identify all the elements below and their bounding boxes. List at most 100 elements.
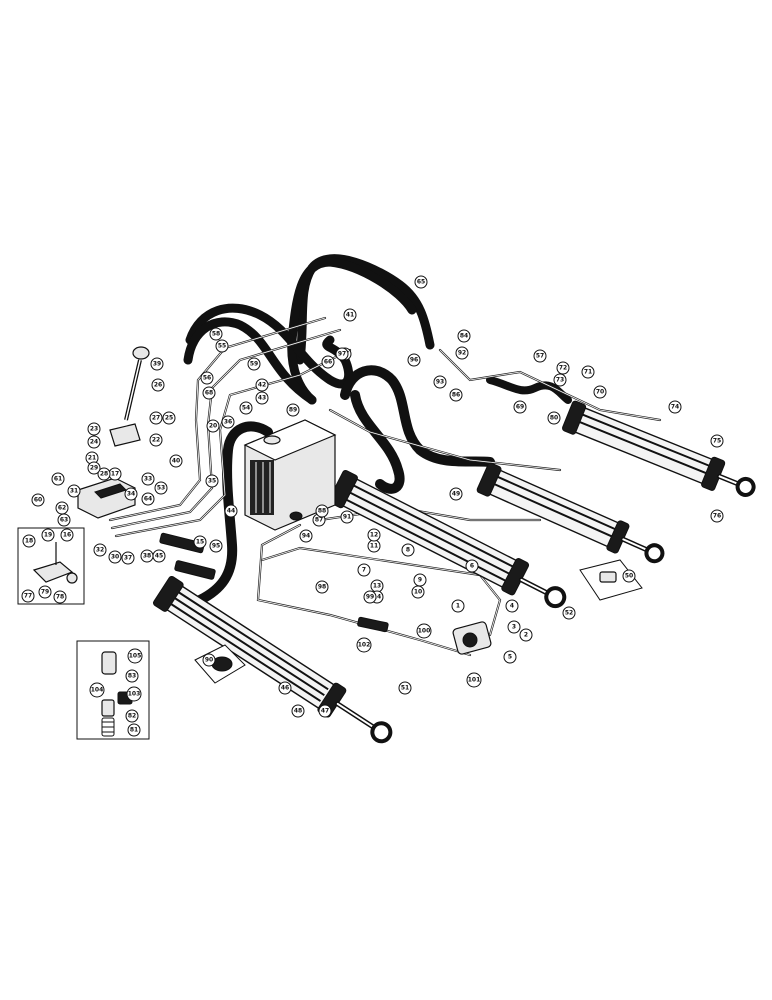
callout-4: 4 <box>505 599 519 613</box>
callout-69: 69 <box>513 400 527 414</box>
cylinder-rear-right <box>561 400 756 497</box>
callout-76: 76 <box>710 509 724 523</box>
callout-number: 24 <box>90 439 98 446</box>
callout-23: 23 <box>87 422 101 436</box>
callout-number: 14 <box>373 594 381 601</box>
callout-number: 57 <box>536 353 544 360</box>
callout-number: 104 <box>91 687 104 694</box>
callout-91: 91 <box>340 510 354 524</box>
callout-81: 81 <box>127 723 141 737</box>
callout-20: 20 <box>206 419 220 433</box>
callout-number: 86 <box>452 392 460 399</box>
callout-6: 6 <box>465 559 479 573</box>
callout-70: 70 <box>593 385 607 399</box>
callout-number: 47 <box>321 708 329 715</box>
callout-number: 68 <box>205 390 213 397</box>
callout-84: 84 <box>457 329 471 343</box>
callout-18: 18 <box>22 534 36 548</box>
callout-number: 1 <box>456 603 460 610</box>
callout-number: 82 <box>128 713 136 720</box>
callout-number: 6 <box>470 563 474 570</box>
callout-number: 62 <box>58 505 66 512</box>
callout-54: 54 <box>239 401 253 415</box>
callout-number: 73 <box>556 377 564 384</box>
callout-number: 7 <box>362 567 366 574</box>
callout-99: 99 <box>363 590 377 604</box>
callout-number: 50 <box>625 573 633 580</box>
callout-number: 51 <box>401 685 409 692</box>
callout-77: 77 <box>21 589 35 603</box>
callout-number: 27 <box>152 415 160 422</box>
callout-number: 100 <box>418 628 431 635</box>
callout-74: 74 <box>668 400 682 414</box>
callout-39: 39 <box>150 357 164 371</box>
callout-75: 75 <box>710 434 724 448</box>
callout-48: 48 <box>291 704 305 718</box>
callout-number: 25 <box>165 415 173 422</box>
callout-38: 38 <box>140 549 154 563</box>
callout-number: 52 <box>565 610 573 617</box>
callout-number: 103 <box>128 691 141 698</box>
callout-73: 73 <box>553 373 567 387</box>
callout-3: 3 <box>507 620 521 634</box>
callout-number: 17 <box>111 471 119 478</box>
callout-number: 39 <box>153 361 161 368</box>
callout-31: 31 <box>67 484 81 498</box>
callout-63: 63 <box>57 513 71 527</box>
callout-number: 99 <box>366 594 374 601</box>
callout-103: 103 <box>126 686 142 702</box>
callout-58: 58 <box>209 327 223 341</box>
callout-number: 94 <box>302 533 310 540</box>
callout-11: 11 <box>367 539 381 553</box>
callout-82: 82 <box>125 709 139 723</box>
callout-number: 31 <box>70 488 78 495</box>
callout-number: 96 <box>410 357 418 364</box>
callout-12: 12 <box>367 528 381 542</box>
callout-number: 60 <box>34 497 42 504</box>
callout-57: 57 <box>533 349 547 363</box>
callout-7: 7 <box>357 563 371 577</box>
callout-number: 44 <box>227 508 235 515</box>
callout-26: 26 <box>151 378 165 392</box>
callout-59: 59 <box>247 357 261 371</box>
callout-number: 76 <box>713 513 721 520</box>
callout-number: 42 <box>258 382 266 389</box>
callout-45: 45 <box>152 549 166 563</box>
callout-number: 63 <box>60 517 68 524</box>
callout-number: 56 <box>203 375 211 382</box>
callout-number: 71 <box>584 369 592 376</box>
callout-25: 25 <box>162 411 176 425</box>
callout-15: 15 <box>193 535 207 549</box>
callout-number: 72 <box>559 365 567 372</box>
callout-number: 46 <box>281 685 289 692</box>
callout-19: 19 <box>41 528 55 542</box>
callout-90: 90 <box>202 653 216 667</box>
callout-5: 5 <box>503 650 517 664</box>
callout-number: 91 <box>343 514 351 521</box>
callout-36: 36 <box>221 415 235 429</box>
callout-number: 53 <box>157 485 165 492</box>
callout-56: 56 <box>200 371 214 385</box>
callout-52: 52 <box>562 606 576 620</box>
callout-number: 2 <box>524 632 528 639</box>
callout-71: 71 <box>581 365 595 379</box>
callout-number: 36 <box>224 419 232 426</box>
callout-33: 33 <box>141 472 155 486</box>
callout-number: 11 <box>370 543 378 550</box>
callout-number: 26 <box>154 382 162 389</box>
callout-number: 10 <box>414 589 422 596</box>
callout-29: 29 <box>87 461 101 475</box>
callout-97: 97 <box>335 347 349 361</box>
callout-number: 81 <box>130 727 138 734</box>
callout-88: 88 <box>315 504 329 518</box>
callout-22: 22 <box>149 433 163 447</box>
callout-34: 34 <box>124 487 138 501</box>
callout-number: 102 <box>358 642 371 649</box>
hydraulic-pump <box>159 532 492 655</box>
callout-1: 1 <box>451 599 465 613</box>
callout-number: 12 <box>370 532 378 539</box>
callout-number: 35 <box>208 478 216 485</box>
callout-78: 78 <box>53 590 67 604</box>
callout-number: 15 <box>196 539 204 546</box>
callout-number: 75 <box>713 438 721 445</box>
